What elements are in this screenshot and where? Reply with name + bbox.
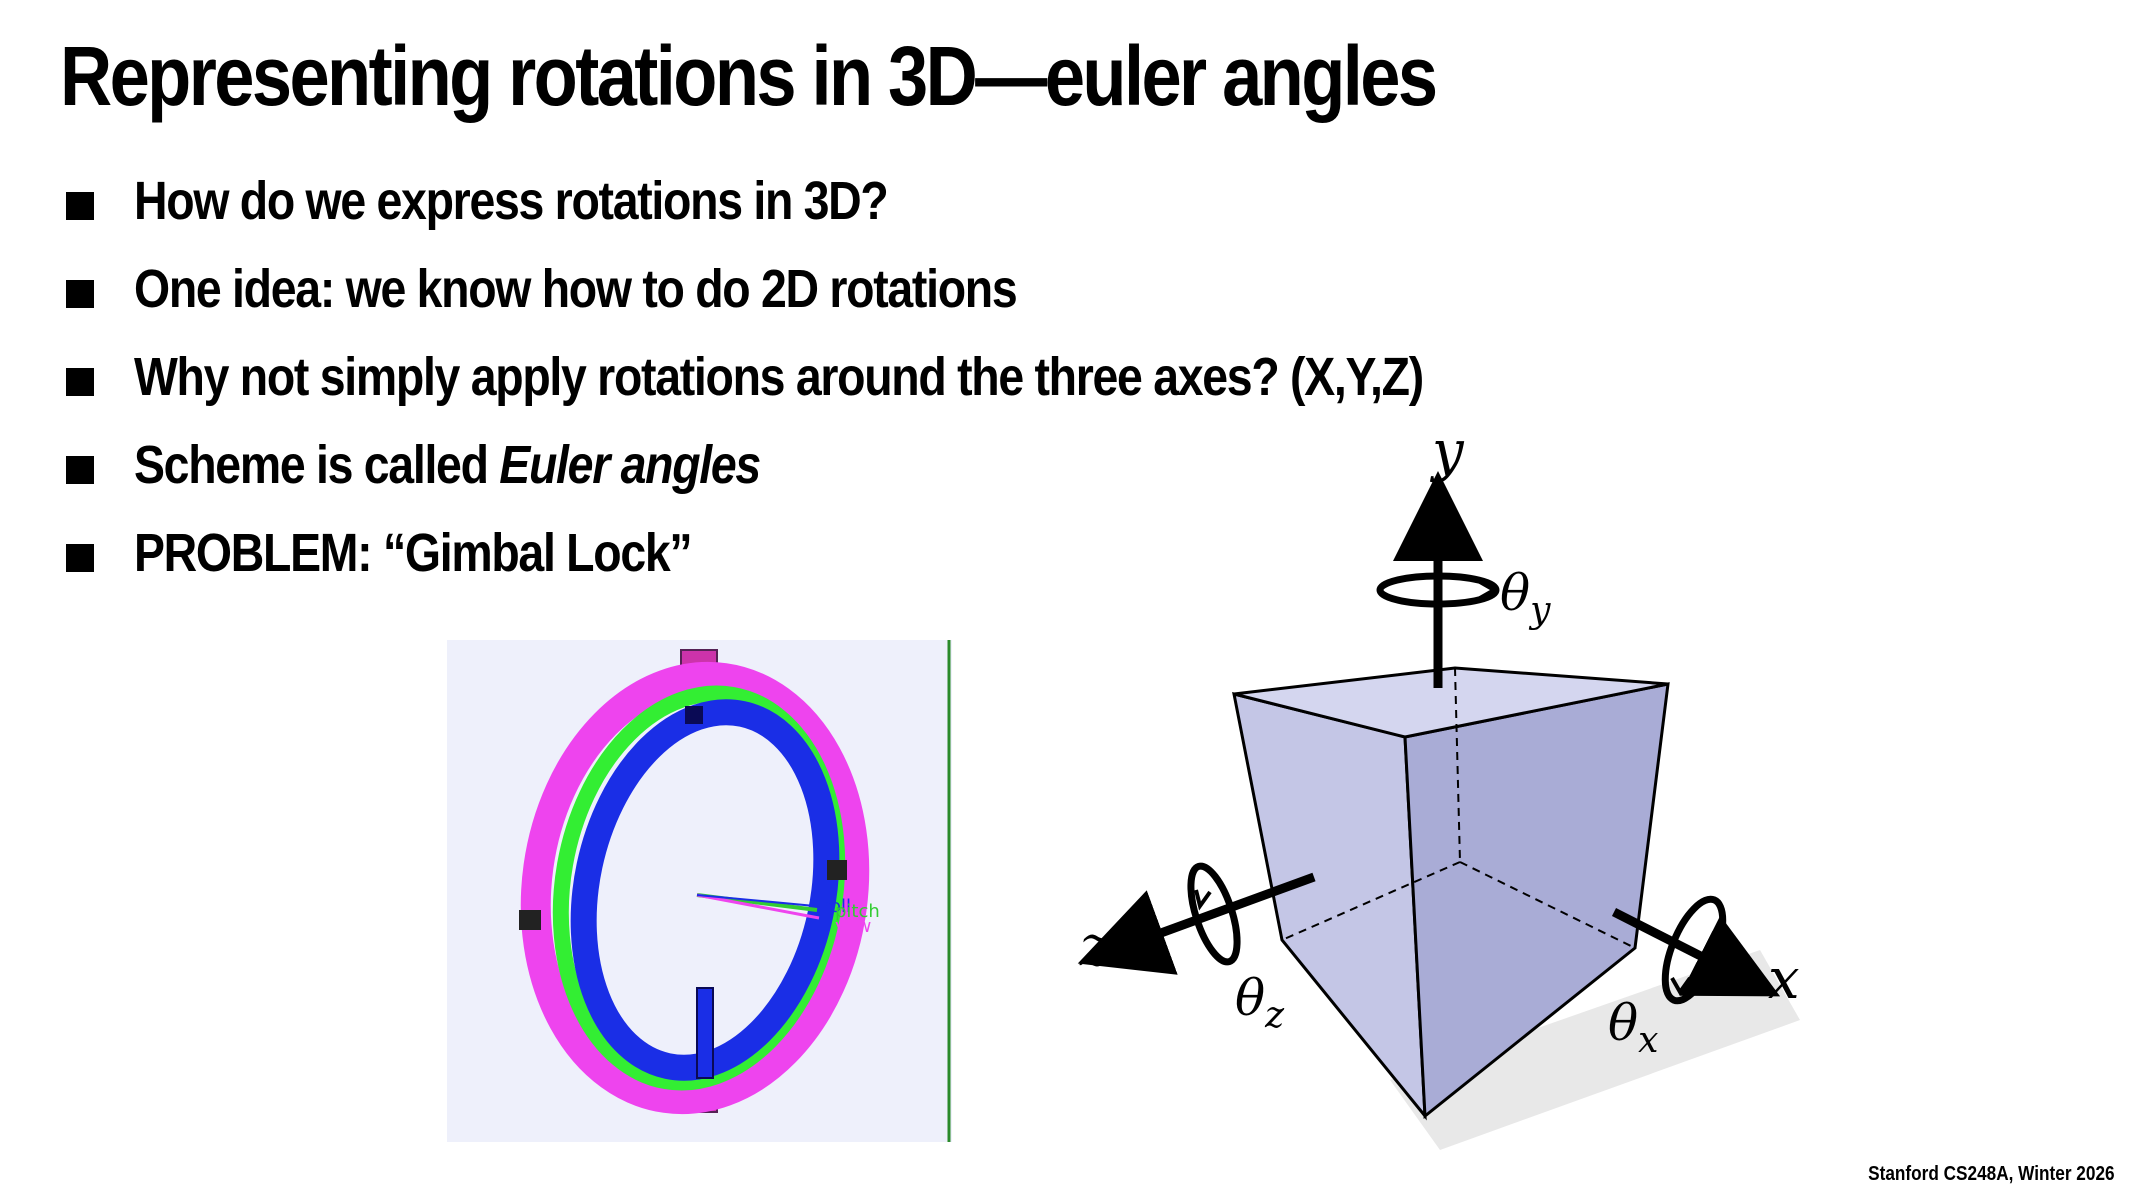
bullet-square-icon: [66, 280, 94, 308]
gimbal-illustration: roll pitch yaw: [447, 640, 952, 1142]
pointer-yaw: [696, 893, 820, 920]
left-connector: [519, 910, 541, 930]
z-rotation-ring: [1187, 862, 1241, 966]
yaw-label: yaw: [835, 916, 871, 937]
theta-z-subscript: z: [1264, 995, 1285, 1036]
bullet-text: Scheme is called Euler angles: [134, 434, 761, 496]
x-axis-arrow: [1611, 907, 1781, 997]
right-connector: [827, 860, 847, 880]
outer-gimbal-ring: [520, 661, 870, 1115]
gimbal-svg: roll pitch yaw: [519, 640, 951, 1142]
theta-x-subscript: x: [1638, 1020, 1658, 1061]
slide-title: Representing rotations in 3D—euler angle…: [60, 29, 1438, 123]
bullet-square-icon: [66, 544, 94, 572]
bullet-text: Why not simply apply rotations around th…: [134, 347, 1424, 407]
theta-symbol: θ: [1235, 969, 1265, 1027]
pointer-roll: [696, 894, 816, 907]
theta-x-label: θx: [1608, 994, 1658, 1061]
bullet-square-icon: [66, 456, 94, 484]
pitch-label: pitch: [835, 901, 880, 922]
theta-y-subscript: y: [1528, 590, 1551, 631]
bullet-text: One idea: we know how to do 2D rotations: [134, 259, 1018, 319]
inner-rod: [696, 987, 714, 1079]
bullet-text-plain: Scheme is called: [134, 435, 500, 495]
z-axis-arrow: [1077, 872, 1316, 975]
theta-symbol: θ: [1608, 994, 1638, 1052]
theta-symbol: θ: [1500, 564, 1530, 622]
cube-top-face: [1233, 666, 1669, 739]
y-axis-label: y: [1429, 430, 1465, 484]
z-rotation-arrow-icon: [1194, 889, 1212, 911]
inner-gimbal-ring: [570, 699, 840, 1081]
y-rotation-arrow-icon: [1479, 580, 1499, 600]
cube-left-face: [1232, 691, 1427, 1121]
euler-cube-diagram: y θy z θz x θx: [1077, 430, 1800, 1150]
x-rotation-ring: [1661, 895, 1727, 1005]
theta-y-label: θy: [1500, 564, 1551, 631]
hidden-edge-right: [1459, 861, 1636, 949]
theta-z-label: θz: [1235, 969, 1285, 1036]
bullet-emphasis: Euler angles: [499, 435, 761, 495]
bullet-square-icon: [66, 368, 94, 396]
z-axis-label: z: [1079, 914, 1110, 979]
top-connector: [685, 706, 703, 724]
footer-credit: Stanford CS248A, Winter 2026: [1868, 1163, 2115, 1185]
hidden-edge-left: [1281, 861, 1461, 941]
x-rotation-arrow-icon: [1670, 976, 1692, 996]
bullet-text: PROBLEM: “Gimbal Lock”: [134, 523, 693, 583]
bullet-text: How do we express rotations in 3D?: [134, 171, 889, 231]
bullet-square-icon: [66, 192, 94, 220]
hidden-edge-vertical: [1454, 667, 1461, 863]
x-axis-label: x: [1768, 947, 1800, 1012]
cube-shadow: [1390, 950, 1800, 1150]
roll-label: roll: [823, 896, 851, 917]
